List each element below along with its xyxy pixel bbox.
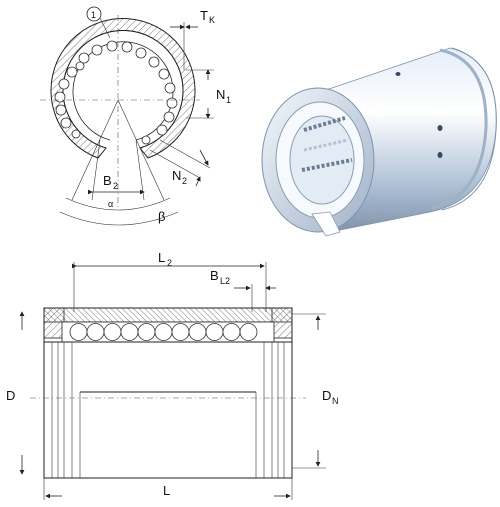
dn-sub-label: N [332, 396, 339, 406]
section-ball [120, 323, 139, 341]
section-ball [222, 323, 241, 341]
section-ball [69, 323, 88, 341]
l-label: L [163, 483, 170, 498]
n1-label: N [216, 87, 225, 102]
cross-section-balls [54, 40, 178, 145]
l2-sub-label: 2 [167, 258, 172, 268]
b2-label: B [103, 173, 112, 188]
callout-label: 1 [91, 10, 96, 20]
cross-section-view [40, 6, 214, 226]
section-ball [137, 323, 156, 341]
n1-sub-label: 1 [226, 95, 231, 105]
t-label: T [200, 8, 208, 23]
n2-sub-label: 2 [182, 176, 187, 186]
alpha-label: α [108, 199, 113, 209]
bearing-3d-render [261, 47, 497, 237]
callout-circle [86, 6, 102, 22]
render-ball-rows [301, 116, 353, 172]
section-ball [154, 323, 173, 341]
section-ball [86, 323, 105, 341]
bl2-label: B [210, 268, 219, 283]
b2-sub-label: 2 [113, 181, 118, 191]
section-ball [171, 323, 190, 341]
bl2-sub-label: L2 [220, 276, 230, 286]
section-ball [188, 323, 207, 341]
section-ball-row [61, 321, 275, 343]
section-ball [239, 323, 258, 341]
beta-label: β [158, 209, 165, 224]
longitudinal-section-view [19, 262, 326, 500]
dn-label: D [322, 388, 331, 403]
n2-label: N [172, 168, 181, 183]
section-ball [205, 323, 224, 341]
t-sub-label: K [209, 15, 215, 25]
section-ball [103, 323, 122, 341]
d-label: D [6, 388, 15, 403]
l2-label: L [158, 250, 165, 265]
